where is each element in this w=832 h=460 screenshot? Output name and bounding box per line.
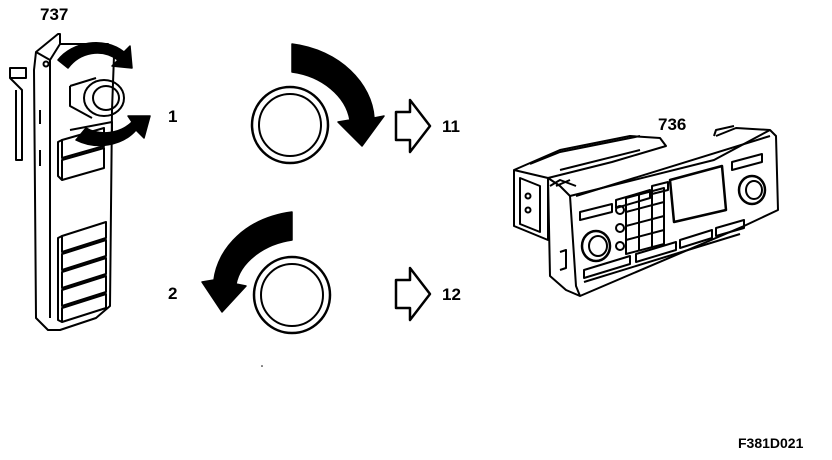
- speck: [261, 365, 263, 367]
- knob-clockwise: [250, 43, 385, 165]
- switch-panel-737: [9, 33, 151, 331]
- label-result-11: 11: [442, 117, 460, 136]
- label-step-2: 2: [168, 284, 178, 303]
- hollow-arrow-12: [394, 266, 432, 322]
- control-panel-736: [513, 125, 779, 297]
- label-737: 737: [40, 5, 69, 24]
- figure-id: F381D021: [738, 435, 804, 451]
- knob-counterclockwise: [201, 211, 332, 335]
- label-result-12: 12: [442, 285, 461, 304]
- label-step-1: 1: [168, 107, 178, 126]
- label-736: 736: [658, 115, 687, 134]
- hollow-arrow-11: [394, 98, 432, 154]
